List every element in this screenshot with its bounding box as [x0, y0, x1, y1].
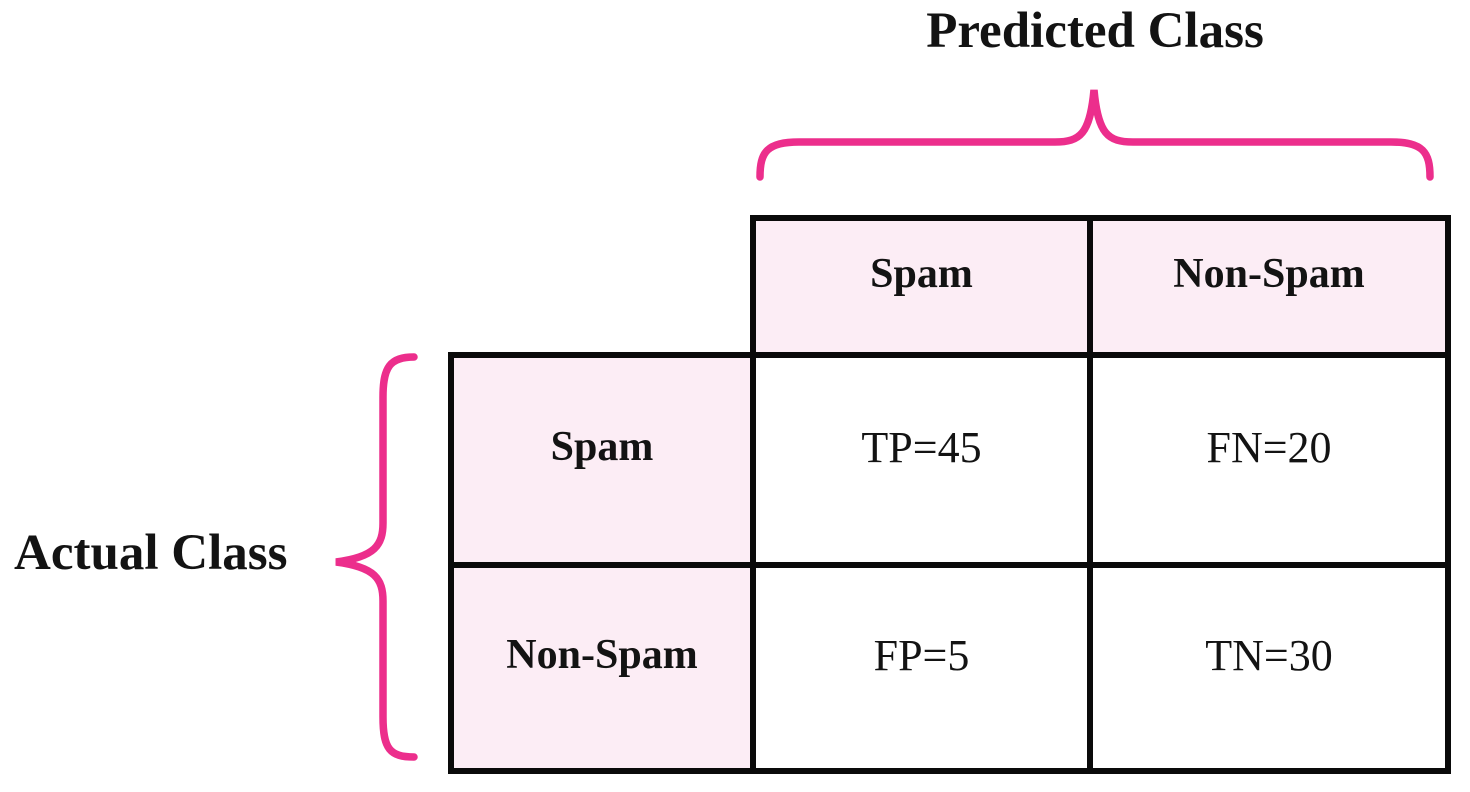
row-header-non-spam: Non-Spam [448, 562, 756, 774]
row-header-spam: Spam [448, 352, 756, 568]
table-row-actual-spam: Spam TP=45 FN=20 [448, 352, 1451, 568]
col-header-non-spam: Non-Spam [1087, 215, 1451, 358]
left-curly-brace-icon [335, 353, 418, 761]
cell-false-positive: FP=5 [750, 562, 1093, 774]
predicted-class-label: Predicted Class [926, 3, 1264, 59]
actual-class-label: Actual Class [14, 525, 288, 581]
column-header-row: Spam Non-Spam [451, 215, 1451, 358]
table-row-actual-non-spam: Non-Spam FP=5 TN=30 [448, 562, 1451, 774]
left-curly-brace-path [335, 353, 418, 761]
cell-false-negative: FN=20 [1087, 352, 1451, 568]
top-curly-brace-path [756, 89, 1434, 181]
col-header-spam: Spam [750, 215, 1093, 358]
cell-true-negative: TN=30 [1087, 562, 1451, 774]
cell-true-positive: TP=45 [750, 352, 1093, 568]
corner-spacer [451, 218, 753, 355]
confusion-matrix-table: Spam Non-Spam Spam TP=45 FN=20 Non-Spam … [448, 215, 1451, 774]
top-curly-brace-icon [756, 89, 1434, 181]
